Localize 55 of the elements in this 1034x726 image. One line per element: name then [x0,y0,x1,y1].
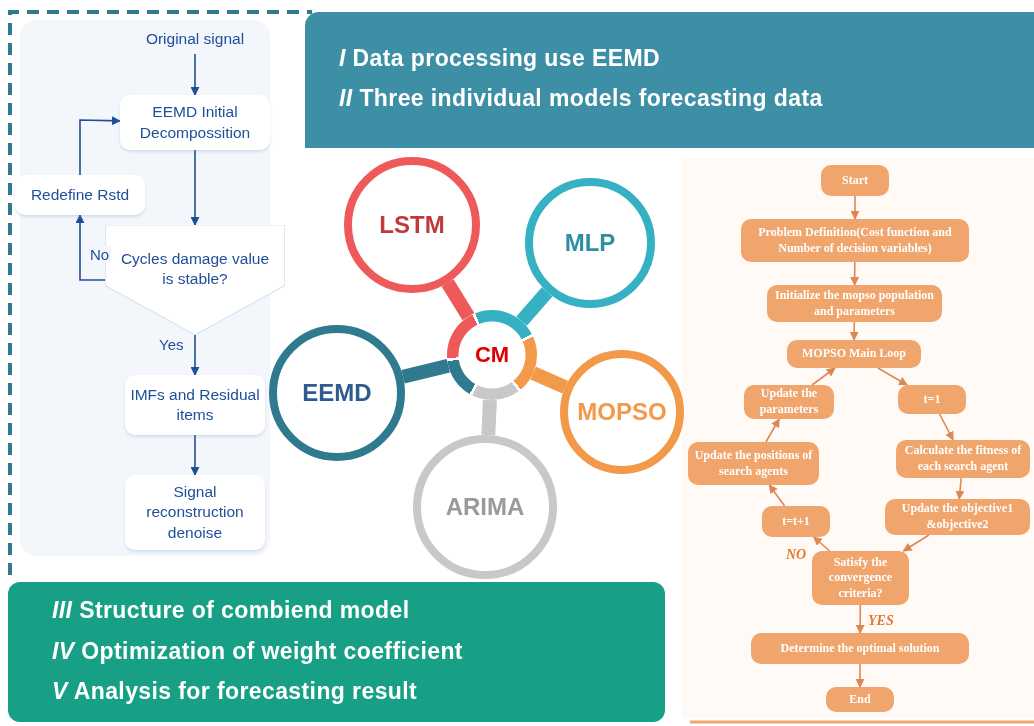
arrow [855,663,865,688]
banner-text: I Data processing use EEMD [339,45,660,72]
process-box: Update the parameters [744,385,834,419]
banner-text: III Structure of combiend model [52,597,410,624]
banner-text: V Analysis for forecasting result [52,678,418,705]
model-circle: EEMD [269,325,405,461]
model-circle: MLP [525,178,655,308]
arrow [855,604,865,634]
process-box: Calculate the fitness of each search agent [896,440,1030,478]
arrow [190,149,200,226]
connector-band [481,399,497,436]
banner-text: IV Optimization of weight coefficient [52,638,463,665]
arrow [190,334,200,376]
arrow [811,367,836,386]
edge-label: No [88,246,112,263]
arrow [75,214,106,281]
connector-band [401,358,450,384]
step-text: Original signal [130,24,260,54]
decision-box: Satisfy the convergence criteria? [812,551,909,605]
arrow [850,195,860,220]
banner-text: II Three individual models forecasting data [339,85,823,112]
arrow [765,418,780,443]
connector-band [516,287,553,326]
terminal-box: End [826,687,894,712]
connector-band [530,366,568,394]
arrow [902,534,930,552]
center-ring: CM [447,310,537,400]
arrow [79,116,121,176]
process-box: Determine the optimal solution [751,633,969,664]
arrow [850,261,860,286]
process-box: Problem Definition(Cost function and Number of decision variables) [741,219,969,262]
arrow [768,484,786,507]
arrow [190,434,200,476]
process-box: Redefine Rstd [15,175,145,215]
model-circle: LSTM [344,157,480,293]
process-box: EEMD Initial Decompossition [120,95,270,150]
process-box: t=t+1 [762,506,830,537]
process-box: t=1 [898,385,966,414]
arrow [955,477,965,500]
terminal-box: Start [821,165,889,196]
process-box: Update the positions of search agents [688,442,819,485]
process-box: Signal reconstruction denoise [125,475,265,550]
process-box: Initialize the mopso population and parameters [767,285,942,322]
arrow [849,321,859,341]
arrow [190,53,200,96]
connector-band [441,279,475,321]
model-circle: ARIMA [413,435,557,579]
process-box: Update the objective1 &objective2 [885,499,1030,535]
process-box: MOPSO Main Loop [787,340,921,368]
arrow [938,413,954,441]
arrow [812,536,831,552]
model-circle: MOPSO [560,350,684,474]
decision-text: Cycles damage value is stable? [120,248,270,289]
process-box: IMFs and Residual items [125,375,265,435]
arrow [877,367,908,386]
